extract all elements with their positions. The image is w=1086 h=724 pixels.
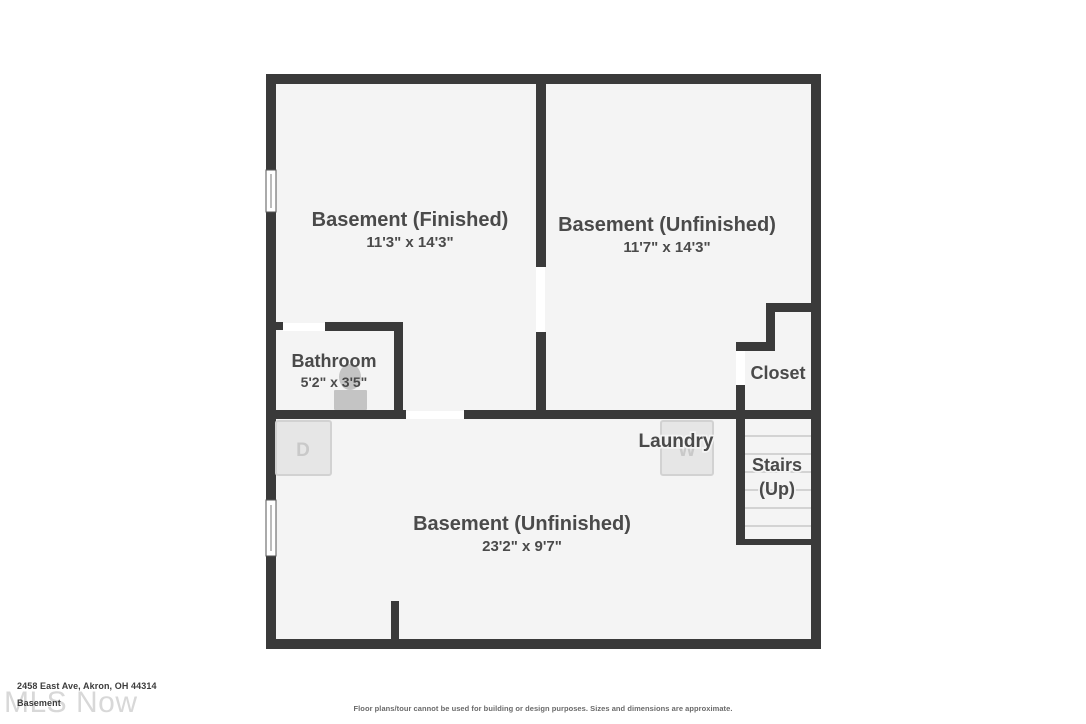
appliance-washer: W [660,420,714,476]
room-label-stairs: Stairs [752,455,802,475]
room-label-stairs-direction: (Up) [759,479,795,499]
dryer-letter: D [296,440,310,461]
room-dims-bathroom: 5'2" x 3'5" [301,374,368,390]
room-dims-basement-finished: 11'3" x 14'3" [366,234,453,251]
room-fill-stairs [736,418,813,544]
dryer-box [275,420,332,476]
room-fills [266,74,813,648]
fixture-toilet [334,364,367,410]
door-opening-closet [736,351,745,385]
wall-bathroom-top [325,322,403,331]
room-dims-basement-unfinished-upper: 11'7" x 14'3" [623,239,710,256]
wall-interior-mid-horizontal-right [464,410,813,419]
door-opening-bathroom-top [283,323,325,331]
room-label-laundry: Laundry [639,431,714,452]
room-label-bathroom: Bathroom [292,351,377,371]
floor-label: Basement [17,698,61,708]
mls-watermark: MLS Now [4,686,138,719]
wall-exterior-left-lower [266,556,276,649]
wall-interior-vertical-upper-a [536,79,546,267]
wall-bathroom-right [394,322,403,418]
windows [265,169,277,557]
room-dims-basement-unfinished-lower: 23'2" x 9'7" [482,538,562,555]
washer-box [660,420,714,476]
wall-closet-notch-vertical [766,303,775,351]
property-address: 2458 East Ave, Akron, OH 44314 [17,681,157,691]
toilet-bowl-icon [339,364,361,390]
wall-interior-vertical-upper-b [536,332,546,418]
wall-closet-notch-horizontal [736,342,775,351]
wall-exterior-bottom [266,639,821,649]
wall-stub-lower [391,601,399,644]
room-label-basement-unfinished-upper: Basement (Unfinished) [558,214,776,236]
wall-bathroom-top-left [275,322,283,330]
door-opening-mid-wall [406,411,464,419]
wall-closet-top [766,303,813,312]
room-label-basement-unfinished-lower: Basement (Unfinished) [413,513,631,535]
door-opening-between-upper-rooms [537,267,545,332]
room-label-closet: Closet [750,363,805,383]
wall-stairs-bottom [736,539,813,545]
wall-closet-left-lower [736,385,745,418]
door-openings [283,267,745,419]
room-label-basement-finished: Basement (Finished) [312,209,509,231]
appliance-dryer: D [275,420,332,476]
washer-letter: W [678,440,696,461]
wall-exterior-left-mid [266,212,276,500]
room-fill-basement-unfinished-lower [266,418,813,648]
wall-stairs-left [736,418,745,544]
disclaimer-text: Floor plans/tour cannot be used for buil… [353,704,733,713]
room-labels: Basement (Finished) 11'3" x 14'3" Baseme… [292,209,806,555]
wall-interior-mid-horizontal-left [266,410,406,419]
wall-exterior-left-upper [266,74,276,170]
toilet-tank-icon [334,390,367,410]
wall-exterior-right [811,74,821,649]
walls [266,74,821,649]
